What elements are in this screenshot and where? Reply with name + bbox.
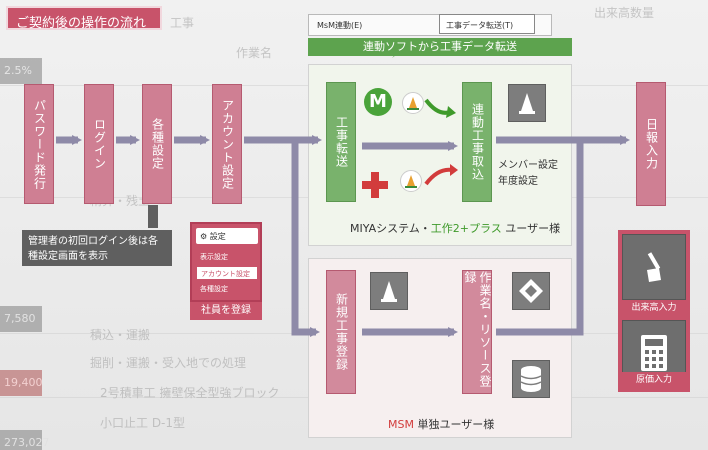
- step-work-transfer: 工事転送: [326, 82, 356, 202]
- menu-screenshot: MsM連動(E) 工事データ転送(T): [308, 14, 552, 36]
- transfer-arrow-icon: [424, 98, 456, 118]
- bg-label: 2号積車工 擁壁保全型強ブロック: [100, 386, 280, 400]
- bg-number: 7,580: [0, 306, 42, 332]
- settings-item-various: 各種設定: [200, 285, 228, 293]
- plus-icon: [362, 172, 388, 198]
- gear-icon: ⚙: [200, 232, 210, 241]
- step-password: パスワード発行: [24, 84, 54, 204]
- group-label-brand: MSM: [388, 418, 414, 431]
- group-label-brand: 工作2+プラス: [430, 222, 502, 235]
- output-label-progress: 出来高入力: [622, 300, 686, 316]
- linked-transfer-banner: 連動ソフトから工事データ転送: [308, 38, 572, 56]
- settings-screenshot: ⚙ 設定 表示設定 アカウント設定 各種設定: [190, 222, 262, 302]
- cone-icon: [508, 84, 546, 122]
- settings-item-account: アカウント設定: [196, 266, 258, 280]
- settings-item-display: 表示設定: [200, 253, 228, 261]
- transfer-arrow-icon: [424, 164, 458, 186]
- group-label-suffix: 単独ユーザー様: [413, 418, 495, 431]
- cone-icon: [402, 92, 424, 114]
- bg-number: 273,027: [0, 430, 50, 450]
- bg-label: 掘削・運搬・受入地での処理: [90, 356, 247, 370]
- bg-label: 出来高数量: [594, 6, 655, 20]
- settings-header-label: 設定: [209, 232, 226, 241]
- register-employee-label: 社員を登録: [190, 302, 262, 320]
- step-new-work: 新規工事登録: [326, 270, 356, 394]
- bg-label: 小口止工 D-1型: [100, 416, 186, 430]
- cone-icon: [400, 170, 422, 192]
- shovel-icon: [622, 234, 686, 300]
- group-label-miya: MIYAシステム・工作2+プラス ユーザー様: [350, 220, 560, 236]
- page-title: ご契約後の操作の流れ: [6, 6, 162, 31]
- member-settings-text: メンバー設定: [498, 160, 558, 171]
- bg-number: 19,400: [0, 370, 43, 396]
- output-label-cost: 原価入力: [622, 372, 686, 388]
- database-icon: [512, 360, 550, 398]
- step-login: ログイン: [84, 84, 114, 204]
- bg-row: 273,027: [0, 430, 708, 450]
- bg-percent: 2.5%: [0, 58, 42, 84]
- menu-item-transfer: 工事データ転送(T): [439, 14, 535, 34]
- group-label-prefix: MIYAシステム・: [350, 222, 431, 235]
- msm-logo-icon: M: [364, 88, 392, 116]
- side-notes: メンバー設定 年度設定: [498, 158, 558, 190]
- arrow: [291, 140, 320, 337]
- step-daily-report: 日報入力: [636, 82, 666, 206]
- bg-label: 積込・運搬: [90, 328, 151, 342]
- step-linked-import: 連動工事取込: [462, 82, 492, 202]
- arrow: [496, 140, 584, 336]
- fiscal-settings-text: 年度設定: [498, 176, 538, 187]
- menu-item-msm: MsM連動(E): [317, 21, 363, 30]
- bg-label: 工事: [170, 16, 195, 30]
- diamond-sign-icon: [512, 272, 550, 310]
- first-login-note: 管理者の初回ログイン後は各種設定画面を表示: [22, 230, 172, 266]
- bg-label: 作業名: [236, 46, 273, 60]
- cone-icon: [370, 272, 408, 310]
- step-settings: 各種設定: [142, 84, 172, 204]
- step-resource: 作業名・リソース登録: [462, 270, 492, 394]
- step-account: アカウント設定: [212, 84, 242, 204]
- settings-header: ⚙ 設定: [196, 228, 258, 244]
- group-label-msm: MSM 単独ユーザー様: [388, 416, 494, 432]
- group-label-suffix: ユーザー様: [501, 222, 561, 235]
